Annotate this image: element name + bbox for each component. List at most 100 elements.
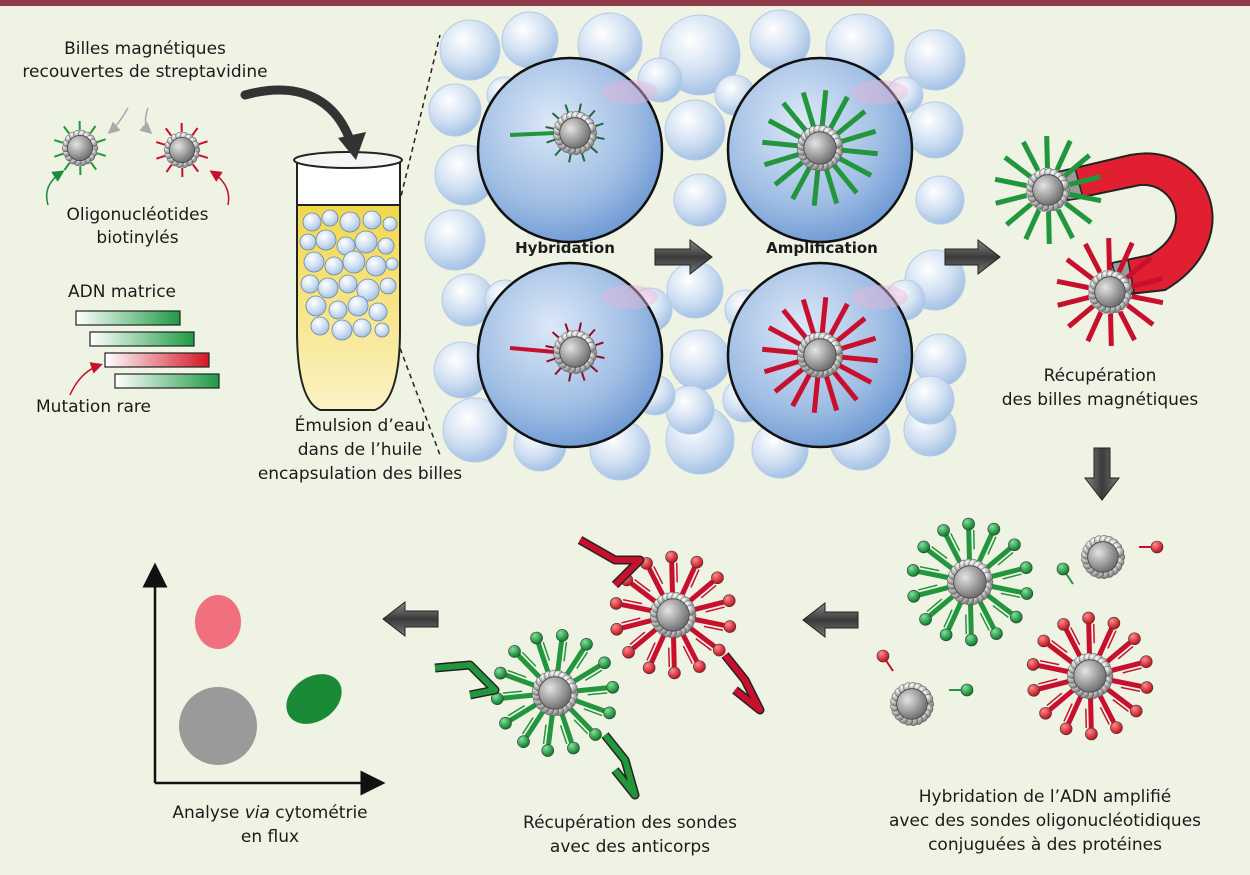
projection-line-top	[396, 34, 441, 214]
probe-green-bead-spikes	[906, 517, 1034, 647]
tube-bubble	[339, 211, 361, 233]
antibody-red-1	[577, 536, 645, 589]
beads-title-line2: recouvertes de streptavidine	[22, 62, 268, 82]
tube-bubble	[300, 274, 320, 294]
free-probe	[949, 683, 974, 697]
tube-bubble	[354, 230, 378, 254]
amp-green-spikes	[762, 90, 878, 206]
tube-bubble	[352, 318, 372, 338]
dna-bar-mutant	[104, 352, 210, 368]
arrow-down	[1083, 447, 1121, 501]
tube-bubble	[321, 209, 339, 227]
dna-bar-1	[75, 310, 181, 326]
dna-bar-2	[89, 331, 195, 347]
recup-magnet-line2: des billes magnétiques	[1001, 390, 1199, 410]
emulsion-droplets	[424, 9, 967, 481]
hybrid-adn-line3: conjuguées à des protéines	[928, 835, 1162, 855]
tube-bubble	[382, 216, 398, 232]
oligo-label-line1: Oligonucléotides	[66, 205, 209, 225]
tube-bubble	[302, 212, 322, 232]
tube-bubble	[342, 250, 366, 274]
arrow-left-2	[382, 600, 439, 638]
magnet-green-spikes	[994, 135, 1102, 245]
magnet-red-spikes	[1056, 237, 1164, 347]
antibody-red-bead	[649, 591, 697, 639]
analyse-line1: Analyse via cytométrie	[150, 803, 390, 824]
analyse-line2: en flux	[240, 827, 300, 847]
emulsion-droplet	[669, 329, 731, 391]
tube-bubble	[362, 210, 382, 230]
bare-bead-top	[1081, 535, 1126, 579]
population-grey	[179, 687, 257, 765]
hyb-red-spikes	[545, 322, 605, 382]
antibody-red-2	[721, 652, 765, 715]
probe-red-bead	[1066, 652, 1114, 700]
hyb-green-bead	[553, 111, 598, 155]
adn-matrice-label: ADN matrice	[68, 282, 177, 302]
emulsion-droplet	[439, 19, 501, 81]
analyse-via: via	[244, 803, 270, 823]
antibody-green-bead-spikes	[490, 629, 620, 757]
amp-green-bead	[796, 124, 844, 172]
recup-magnet-line1: Récupération	[1043, 366, 1157, 386]
emulsion-tube	[293, 151, 403, 411]
arrow-to-magnet	[944, 238, 1001, 276]
hybridation-label: Hybridation	[515, 239, 615, 257]
tube-bubble	[303, 251, 325, 273]
oligo-label-line2: biotinylés	[96, 228, 179, 248]
oligo-spikes-green-small	[53, 120, 107, 176]
beads-layer	[53, 90, 1164, 800]
tube-bubble	[347, 295, 369, 317]
hyb-green-spikes	[545, 103, 605, 163]
bead-green-small	[61, 130, 99, 166]
cytometry-plot	[142, 562, 386, 796]
mutation-rare-label: Mutation rare	[36, 397, 151, 417]
tube-bubble	[365, 255, 387, 277]
antibody-green-1	[434, 660, 500, 700]
amplification-label: Amplification	[766, 239, 878, 257]
projection-line-bottom	[396, 339, 441, 456]
tube-bubble	[315, 229, 337, 251]
recup-sondes-line2: avec des anticorps	[549, 837, 711, 857]
free-probe	[876, 649, 894, 672]
amp-red-bead	[796, 331, 844, 379]
magnet-red-bead	[1088, 270, 1133, 314]
free-probe	[1056, 562, 1074, 585]
tube-bubble	[317, 277, 339, 299]
tube-bubble	[377, 237, 395, 255]
emulsion-droplet	[905, 375, 955, 425]
emulsion-label-line1: Émulsion d’eau	[294, 416, 426, 436]
probe-red-bead-spikes	[1026, 611, 1154, 741]
free-probe	[1139, 540, 1164, 554]
population-green	[286, 674, 342, 724]
grey-arrow-right	[139, 107, 153, 134]
tube-bubble	[385, 257, 399, 271]
dna-template-bars	[75, 310, 220, 389]
magnet-green-bead	[1026, 168, 1071, 212]
tube-bubble	[305, 295, 327, 317]
emulsion-droplet	[915, 175, 965, 225]
bare-bead-bottom	[890, 682, 935, 726]
hyb-red-bead	[553, 330, 598, 374]
curved-arrow-to-tube	[240, 85, 355, 145]
emulsion-label-line2: dans de l’huile	[297, 440, 423, 460]
red-oligo-arrow	[209, 170, 230, 206]
block-arrows	[382, 238, 1121, 639]
beads-title-line1: Billes magnétiques	[64, 39, 226, 59]
tube-bubble	[324, 256, 344, 276]
tube-bubble	[328, 300, 348, 320]
emulsion-droplet	[637, 57, 683, 103]
amp-red-spikes	[762, 297, 878, 413]
hybrid-adn-line2: avec des sondes oligonucléotidiques	[888, 811, 1202, 831]
green-oligo-arrow	[45, 170, 65, 206]
emulsion-label-line3: encapsulation des billes	[257, 464, 463, 484]
antibody-green-2	[601, 732, 640, 800]
hyb-green-template	[509, 131, 556, 137]
emulsion-droplet	[424, 209, 486, 271]
top-rule	[0, 0, 1250, 6]
tube-bubble	[331, 319, 353, 341]
dna-bar-3	[114, 373, 220, 389]
emulsion-droplet	[664, 99, 726, 161]
